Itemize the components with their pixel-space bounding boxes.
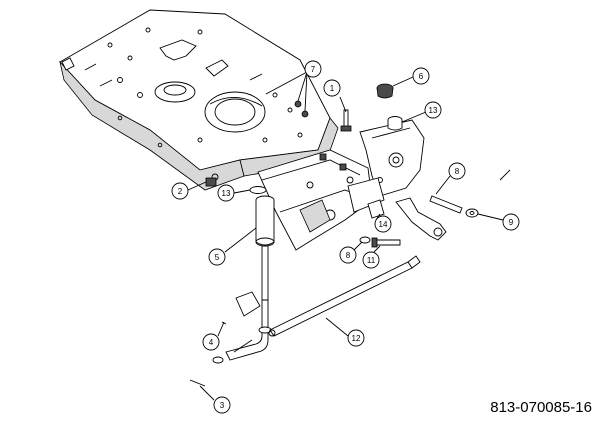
callouts: 1 2 3 4 5 6 — [171, 60, 520, 414]
svg-text:11: 11 — [367, 256, 376, 265]
svg-text:3: 3 — [220, 401, 225, 410]
svg-text:8: 8 — [455, 167, 460, 176]
callout-13-lower: 13 — [217, 184, 251, 202]
svg-text:7: 7 — [311, 65, 316, 74]
callout-9: 9 — [477, 213, 520, 231]
callout-6: 6 — [392, 67, 430, 87]
callout-3: 3 — [199, 385, 231, 414]
svg-text:5: 5 — [215, 253, 220, 262]
svg-text:9: 9 — [509, 218, 514, 227]
svg-text:12: 12 — [352, 334, 361, 343]
pivot-plate — [359, 119, 425, 197]
callout-11: 11 — [362, 245, 381, 269]
svg-text:4: 4 — [209, 338, 214, 347]
axle-support-bracket — [257, 149, 373, 251]
svg-text:8: 8 — [346, 251, 351, 260]
svg-text:14: 14 — [379, 220, 388, 229]
callout-4: 4 — [202, 321, 225, 351]
svg-text:6: 6 — [419, 72, 424, 81]
callout-12: 12 — [325, 317, 365, 347]
svg-text:13: 13 — [222, 189, 231, 198]
callout-5: 5 — [208, 227, 257, 266]
svg-text:2: 2 — [178, 187, 183, 196]
callout-14: 14 — [374, 213, 392, 233]
svg-text:13: 13 — [429, 106, 438, 115]
steering-shaft — [225, 195, 275, 361]
diagram-part-number: 813-070085-16 — [490, 399, 592, 416]
callout-2: 2 — [171, 181, 207, 200]
callout-1: 1 — [323, 79, 347, 113]
callout-13-upper: 13 — [401, 101, 442, 123]
callout-8-upper: 8 — [435, 162, 466, 195]
svg-text:1: 1 — [330, 84, 335, 93]
drag-link-rod — [268, 255, 421, 337]
hardware — [189, 83, 511, 387]
callout-7: 7 — [265, 60, 322, 112]
callout-8-lower: 8 — [339, 241, 363, 264]
